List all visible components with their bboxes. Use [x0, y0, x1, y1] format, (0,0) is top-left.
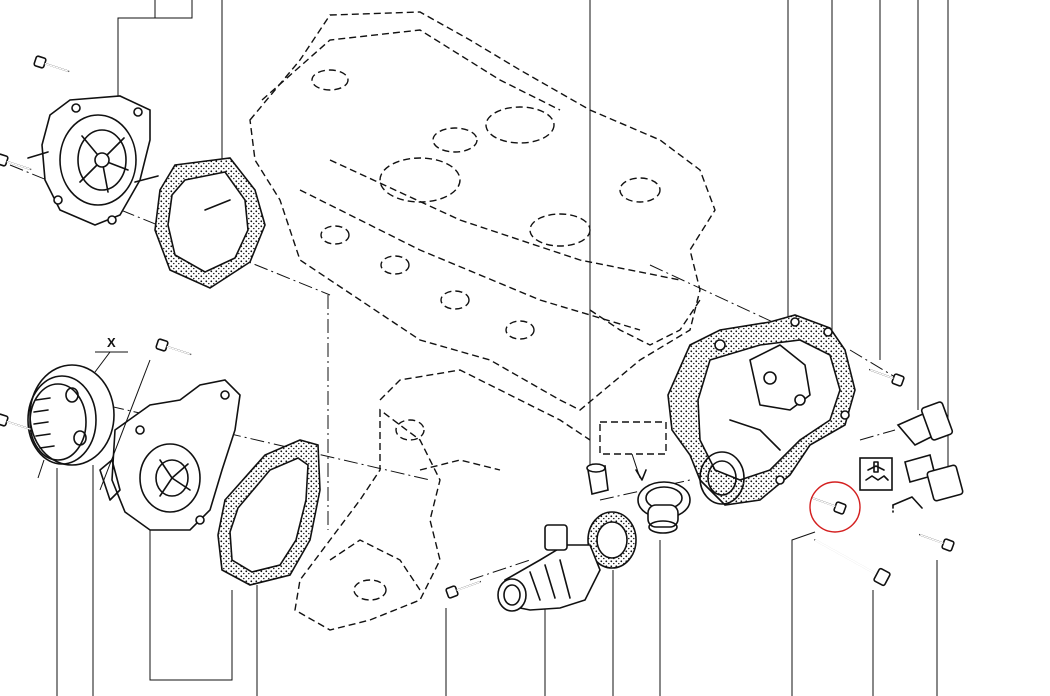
clip-bracket-icon	[892, 496, 923, 513]
highlight-circle	[809, 481, 861, 533]
bolt-right-upper	[867, 364, 906, 388]
thermostat-seal-box	[599, 421, 667, 481]
leader-lines-bottom	[56, 465, 938, 696]
bolt-pulley	[0, 412, 33, 435]
temperature-sensor	[896, 401, 954, 446]
bolt-highlighted	[809, 492, 848, 516]
long-bolt	[814, 539, 891, 587]
callout-x: X	[37, 335, 128, 479]
callout-x-label: X	[107, 335, 116, 350]
engine-block-ghost	[249, 11, 716, 631]
coolant-symbol-icon	[859, 457, 893, 491]
pump-gasket-lower	[217, 439, 321, 586]
bolt-lower-pump	[154, 337, 193, 360]
pump-pulley	[27, 364, 115, 466]
leader-lower-pump	[99, 359, 151, 491]
outlet-pipe	[497, 524, 601, 612]
coolant-switch	[904, 454, 964, 502]
bolt-right-lower	[917, 529, 956, 553]
leader-lines-top	[117, 0, 949, 470]
bolt-upper-left	[32, 54, 71, 77]
water-pump-lower	[99, 379, 241, 531]
bolt-outlet	[444, 576, 483, 600]
seal-ring	[587, 511, 637, 569]
pump-gasket-upper	[154, 157, 266, 289]
bolt-far-left-upper	[0, 152, 33, 175]
thermostat-housing	[667, 314, 856, 506]
thermostat	[637, 481, 691, 534]
water-pump-upper	[27, 95, 159, 226]
sensor-cap	[586, 463, 609, 495]
